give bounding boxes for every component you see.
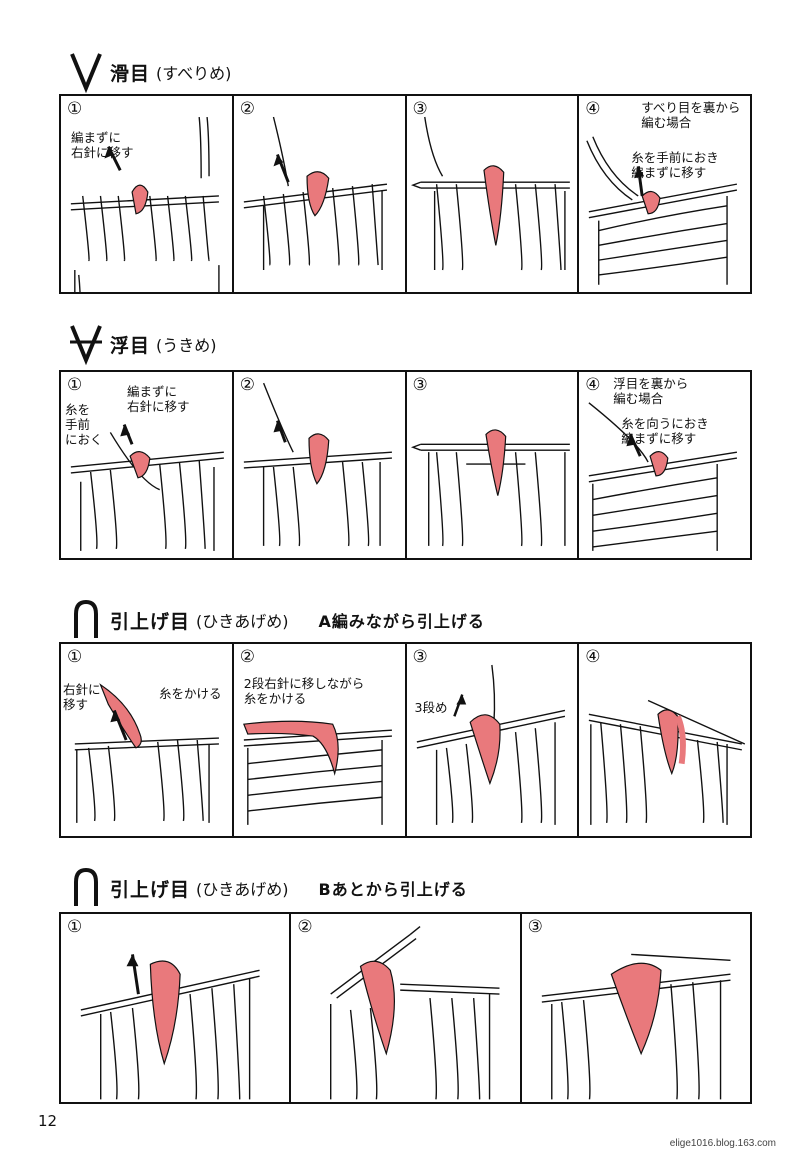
float-stitch-panels: ① 編まずに 右針に移す 糸を 手前 におく ② [59,370,752,560]
step-number: ① [67,375,83,395]
instruction-note: 右針に 移す [63,682,101,712]
section-title: 引上げ目 [110,610,191,633]
knitting-diagram [410,116,570,271]
pull-up-a-panels: ① 右針に 移す 糸をかける ② 2段右針に移しながら 糸をかける [59,642,752,838]
float-stitch-symbol-icon [70,325,102,366]
step-number: ② [239,375,255,395]
slip-stitch-symbol-v-icon [70,53,102,94]
step-number: ① [67,99,83,119]
section-title: 浮目 [110,334,151,357]
section-title: 引上げ目 [110,878,191,901]
pull-up-b-panels: ① ② ③ [59,912,752,1104]
instruction-note: 糸をかける [159,686,222,701]
panel-step-4: ④ 浮目を裏から 編む場合 糸を向うにおき 編まずに移す [579,372,750,558]
panel-step-3: ③ 3段め [407,644,580,836]
step-number: ③ [412,99,428,119]
knitting-diagram [588,402,738,551]
source-watermark: elige1016.blog.163.com [669,1138,776,1149]
step-number: ④ [585,99,601,119]
knitting-diagram [410,429,570,547]
instruction-note: すべり目を裏から 編む場合 [641,100,741,130]
panel-step-4: ④ すべり目を裏から 編む場合 糸を手前におき 編まずに移す [579,96,750,292]
pull-up-stitch-symbol-icon [74,867,98,906]
knitting-diagram [588,699,746,825]
section-header-float-stitch: 浮目 (うきめ) [66,322,217,366]
instruction-note: 糸を手前におき 編まずに移す [631,150,719,180]
panel-step-2: ② [234,372,407,558]
panel-step-2: ② 2段右針に移しながら 糸をかける [234,644,407,836]
knitting-diagram [586,136,738,285]
panel-step-3: ③ [407,372,580,558]
step-number: ③ [412,375,428,395]
instruction-note: 浮目を裏から 編む場合 [613,376,689,406]
instruction-note: 編まずに 右針に移す [71,130,134,160]
section-header-slip-stitch: 滑目 (すべりめ) [66,50,231,94]
instruction-note: 糸を 手前 におく [65,402,103,447]
instruction-note: 2段右針に移しながら 糸をかける [243,676,365,706]
section-title: 滑目 [110,62,151,85]
knitting-diagram [416,664,565,825]
knitting-diagram [242,720,392,825]
section-header-pull-up-b: 引上げ目 (ひきあげめ) Bあとから引上げる [66,866,468,910]
panel-step-1: ① 右針に 移す 糸をかける [61,644,234,836]
panel-step-4: ④ [579,644,750,836]
instruction-note: 3段め [414,700,448,715]
section-subtitle: A編みながら引上げる [318,612,485,631]
step-number: ② [297,917,313,937]
panel-step-2: ② [234,96,407,292]
panel-step-3: ③ [407,96,580,292]
panel-step-1: ① 編まずに 右針に移す 糸を 手前 におく [61,372,234,558]
knitting-diagram [70,116,220,292]
panel-step-2: ② [291,914,522,1102]
knitting-diagram [541,953,731,1100]
step-number: ④ [585,375,601,395]
section-reading: (すべりめ) [156,64,232,83]
knitting-diagram [80,954,260,1100]
step-number: ② [239,647,255,667]
step-number: ① [67,917,83,937]
section-subtitle: Bあとから引上げる [318,880,468,899]
knitting-diagram [74,683,219,823]
panel-step-3: ③ [522,914,750,1102]
section-reading: (ひきあげめ) [196,612,289,631]
knitting-diagram [243,382,392,547]
panel-step-1: ① 編まずに 右針に移す [61,96,234,292]
section-header-pull-up-a: 引上げ目 (ひきあげめ) A編みながら引上げる [66,598,485,642]
step-number: ③ [527,917,543,937]
knitting-diagram [70,423,224,551]
pull-up-stitch-symbol-icon [74,599,98,638]
instruction-note: 編まずに 右針に移す [127,384,190,414]
knitting-diagram [330,926,500,1100]
slip-stitch-panels: ① 編まずに 右針に移す ② ③ [59,94,752,294]
panel-step-1: ① [61,914,292,1102]
step-number: ① [67,647,83,667]
page-number: 12 [38,1112,58,1130]
knitting-diagram [243,116,387,270]
section-reading: (ひきあげめ) [196,880,289,899]
step-number: ③ [412,647,428,667]
step-number: ④ [585,647,601,667]
instruction-note: 糸を向うにおき 編まずに移す [621,416,709,446]
step-number: ② [239,99,255,119]
section-reading: (うきめ) [156,336,217,355]
